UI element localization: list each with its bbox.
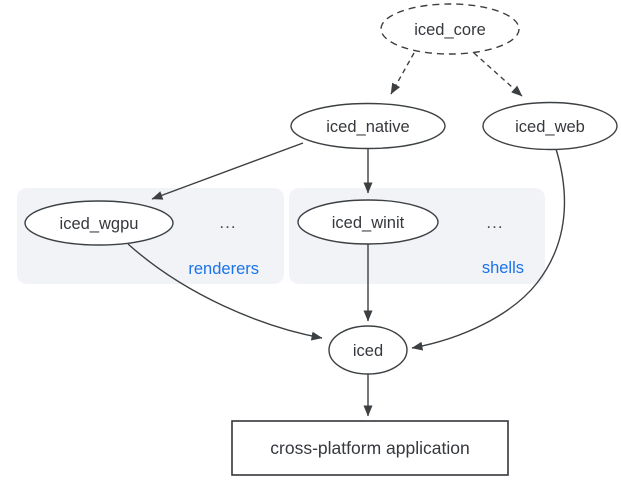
cluster-renderers-label: renderers bbox=[188, 260, 259, 278]
cluster-shells-label: shells bbox=[482, 259, 524, 277]
node-iced_winit-ellipse bbox=[297, 199, 439, 245]
edge-iced_wgpu-iced bbox=[127, 243, 323, 341]
node-application: cross-platform application bbox=[231, 420, 509, 476]
cluster-renderers-ellipsis: ... bbox=[219, 213, 236, 232]
node-iced-label: iced bbox=[353, 342, 383, 360]
edge-iced_web-iced bbox=[411, 148, 566, 351]
node-iced_native-ellipse bbox=[290, 102, 446, 150]
node-iced_core-ellipse bbox=[380, 3, 520, 55]
node-iced_wgpu-ellipse bbox=[24, 200, 174, 246]
node-application-label: cross-platform application bbox=[270, 438, 469, 458]
node-iced_web-ellipse bbox=[482, 101, 618, 151]
edge-iced_core-iced_web bbox=[473, 52, 523, 97]
node-application-rect bbox=[231, 420, 509, 476]
edge-iced_core-iced_native bbox=[390, 52, 415, 95]
edge-iced_native-iced_wgpu bbox=[151, 142, 304, 200]
node-iced_wgpu-label: iced_wgpu bbox=[60, 215, 139, 233]
node-iced_wgpu: iced_wgpu bbox=[24, 200, 174, 246]
node-iced_core: iced_core bbox=[380, 3, 520, 55]
node-iced_web: iced_web bbox=[482, 101, 618, 151]
node-iced_winit-label: iced_winit bbox=[332, 214, 405, 232]
node-iced: iced bbox=[328, 325, 408, 375]
node-iced_web-label: iced_web bbox=[515, 118, 585, 136]
node-iced_native: iced_native bbox=[290, 102, 446, 150]
node-iced_core-label: iced_core bbox=[414, 21, 486, 39]
node-iced-ellipse bbox=[328, 325, 408, 375]
cluster-shells-ellipsis: ... bbox=[486, 213, 503, 232]
node-iced_native-label: iced_native bbox=[326, 118, 409, 136]
node-iced_winit: iced_winit bbox=[297, 199, 439, 245]
